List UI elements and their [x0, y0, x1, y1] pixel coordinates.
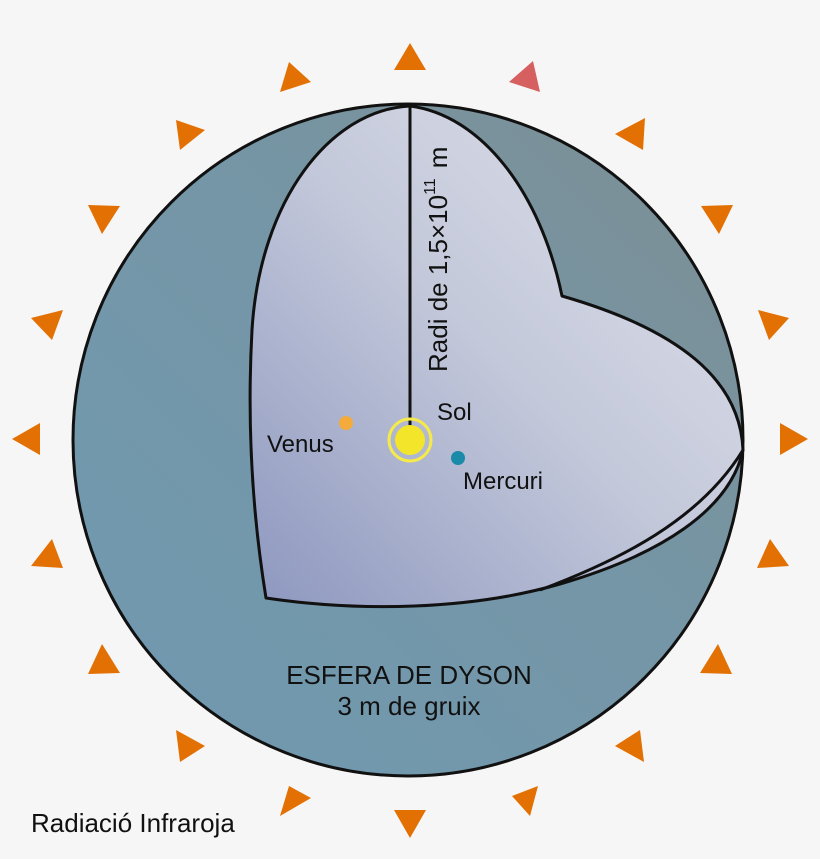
radiation-arrow-icon — [280, 786, 311, 816]
radiation-arrow-icon — [512, 786, 538, 816]
sphere-cutaway-interior — [248, 104, 745, 609]
radius-unit: m — [423, 147, 453, 169]
svg-text:Radi de 1,5×1011m: Radi de 1,5×1011 m — [422, 147, 453, 372]
radiation-legend-label: Radiació Infraroja — [31, 808, 235, 838]
sun-label: Sol — [437, 399, 472, 426]
radiation-arrow-icon-highlight — [509, 61, 540, 92]
radiation-arrow-icon — [31, 310, 63, 340]
sun-icon — [387, 417, 433, 463]
infrared-radiation-arrows — [12, 43, 808, 838]
venus-icon — [339, 416, 353, 430]
radiation-arrow-icon — [700, 644, 732, 674]
radiation-arrow-icon — [12, 423, 40, 455]
radiation-arrow-icon — [757, 539, 789, 568]
radiation-arrow-icon — [701, 205, 733, 234]
radius-label: Radi de 1,5×1011 m — [422, 147, 453, 372]
radiation-arrow-icon — [88, 644, 120, 674]
radiation-arrow-icon — [394, 810, 426, 838]
radiation-arrow-icon — [176, 730, 205, 762]
radiation-arrow-icon — [394, 43, 426, 70]
radiation-arrow-icon — [176, 120, 205, 150]
radiation-arrow-icon — [31, 539, 63, 568]
venus-label: Venus — [267, 431, 334, 458]
radiation-arrow-icon — [758, 310, 789, 340]
radiation-arrow-icon — [615, 118, 645, 150]
radiation-arrow-icon — [780, 423, 808, 455]
radiation-arrow-icon — [88, 205, 120, 234]
sphere-title: ESFERA DE DYSON — [286, 660, 532, 690]
radius-label-text: Radi de 1,5×10 — [423, 195, 453, 372]
radiation-arrow-icon — [280, 62, 311, 92]
mercury-label: Mercuri — [463, 468, 543, 495]
shell-cut-edge — [539, 449, 745, 592]
radius-exponent: 11 — [422, 178, 439, 195]
sphere-thickness: 3 m de gruix — [337, 691, 480, 721]
radiation-arrow-icon — [615, 730, 644, 762]
mercury-icon — [451, 451, 465, 465]
